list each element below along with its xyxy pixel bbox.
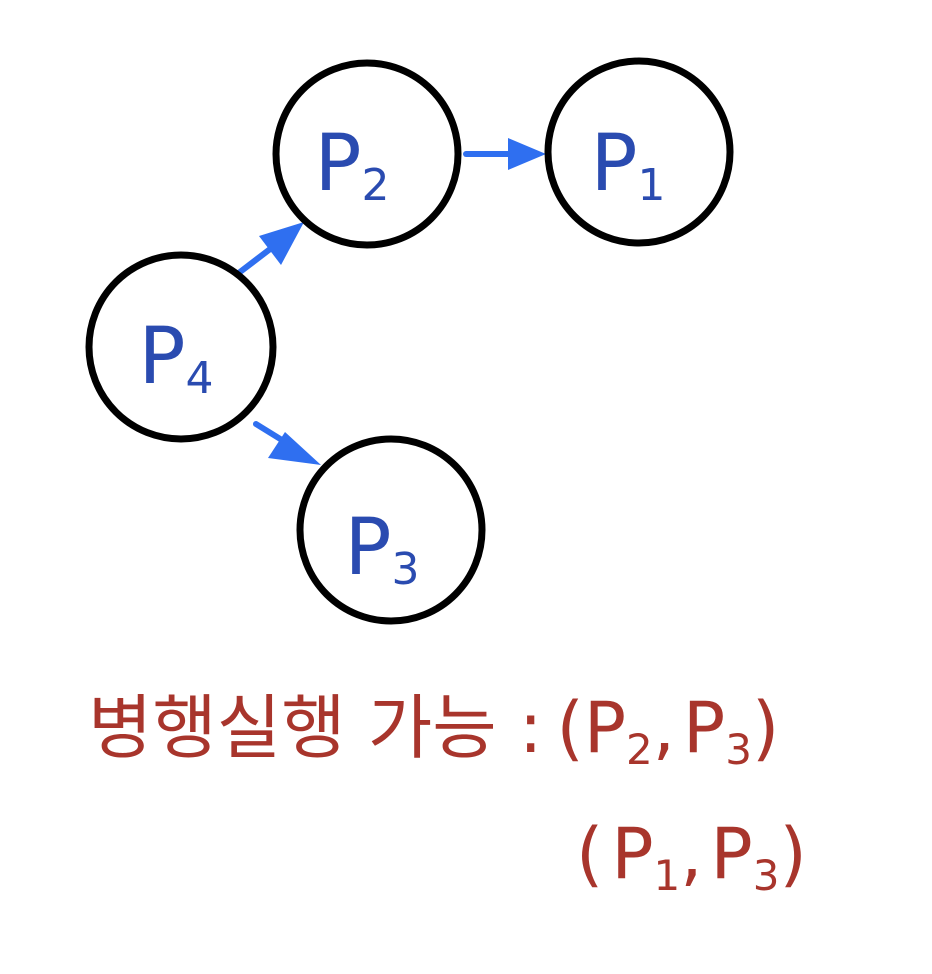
note-prefix: 병행실행 가능 : bbox=[88, 687, 543, 769]
svg-text:P4: P4 bbox=[138, 312, 213, 404]
node-p1-subscript: 1 bbox=[638, 160, 666, 211]
note-pair1-second-subscript: 3 bbox=[725, 725, 752, 774]
svg-text:병행실행 가능 :(P2,P3): 병행실행 가능 :(P2,P3) bbox=[88, 687, 779, 774]
note-pair1-first: P bbox=[584, 687, 626, 769]
node-p4: P4 bbox=[85, 251, 277, 443]
node-p3-label: P bbox=[344, 503, 391, 593]
arrowhead-icon bbox=[259, 222, 304, 265]
arrowhead-icon bbox=[268, 432, 321, 465]
node-p3-subscript: 3 bbox=[392, 544, 420, 595]
edge-p4-p2 bbox=[237, 222, 304, 275]
note-pair1-separator: , bbox=[653, 687, 675, 769]
concurrency-note: 병행실행 가능 :(P2,P3) (P1,P3) bbox=[88, 687, 807, 900]
node-p2-label: P bbox=[314, 119, 361, 209]
node-p4-subscript: 4 bbox=[186, 353, 214, 404]
note-pair1-second: P bbox=[683, 687, 725, 769]
note-pair2-first: P bbox=[611, 813, 653, 895]
note-pair1-first-subscript: 2 bbox=[626, 725, 653, 774]
node-p2-subscript: 2 bbox=[362, 160, 390, 211]
edge-p4-p3 bbox=[253, 421, 321, 465]
node-p2: P2 bbox=[272, 59, 462, 249]
note-pair2-separator: , bbox=[680, 813, 702, 895]
note-pair2-second: P bbox=[711, 813, 753, 895]
node-p3: P3 bbox=[296, 435, 486, 625]
node-p1-label: P bbox=[590, 119, 637, 209]
edge-p2-p1 bbox=[463, 138, 546, 170]
svg-text:P3: P3 bbox=[344, 503, 419, 595]
node-p1: P1 bbox=[544, 57, 734, 247]
svg-text:(P1,P3): (P1,P3) bbox=[576, 813, 807, 900]
note-pair2-first-subscript: 1 bbox=[654, 851, 681, 900]
svg-text:P1: P1 bbox=[590, 119, 665, 211]
node-p4-label: P bbox=[138, 312, 185, 402]
svg-text:P2: P2 bbox=[314, 119, 389, 211]
arrowhead-icon bbox=[508, 138, 546, 170]
note-pair2-second-subscript: 3 bbox=[753, 851, 780, 900]
